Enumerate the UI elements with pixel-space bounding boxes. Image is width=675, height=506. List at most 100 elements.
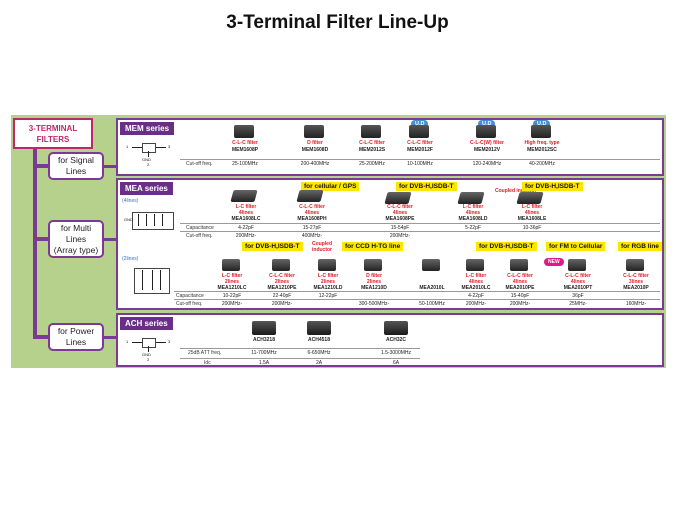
mea-bottom-product-type: C-L-C filter: [269, 273, 295, 279]
mem-chip-image: [531, 125, 551, 138]
mea-bottom-product-cut: 25MHz-: [569, 301, 587, 307]
branch-multi: [35, 237, 49, 241]
mea-bottom-product-type: C-L-C filter: [565, 273, 591, 279]
ach-series-title: ACH series: [120, 317, 173, 330]
mea-bottom-chip-image: [466, 259, 484, 271]
mea-bottom-product-cut: 160MHz-: [625, 301, 647, 307]
mea-bottom-product-lines: 4lines: [512, 279, 528, 285]
ud-badge: U.D: [533, 120, 551, 128]
mea-bottom-product-cut: 300-500MHz-: [358, 301, 390, 307]
mea-top-product-cap: 15-54pF: [390, 225, 410, 231]
mea-top-product-lines: 4lines: [238, 210, 254, 216]
ach-product-att: 11-700MHz: [251, 350, 277, 356]
mea-gnd-label: GND: [124, 217, 133, 222]
tag-gps-text: GPS: [342, 183, 357, 190]
mea-top-cap-label: Capacitance: [186, 225, 214, 231]
mea-series-title: MEA series: [120, 182, 173, 195]
mea-bottom-product-cap: 36pF: [572, 293, 584, 299]
mem-product-type: C-L-C filter: [359, 140, 385, 146]
tag-dvb-3: for DVB-H,ISDB-T: [242, 242, 303, 251]
mea-bottom-product-lines: 2lines: [366, 279, 382, 285]
mem-section: MEM series 1 3 GND 2 Cut-off freq. C-L-C…: [116, 118, 664, 176]
ach-idc-label: Idc: [204, 360, 211, 366]
mea-bottom-product-cap: 22-40pF: [272, 293, 292, 299]
mem-product-name: MEM2012V: [473, 147, 501, 153]
mea-bottom-product-name: MEA2010PE: [505, 285, 535, 291]
power-line2: Lines: [65, 337, 87, 347]
mea-bottom-product-lines: 3lines: [628, 279, 644, 285]
ach-product-name: ACH32C: [385, 337, 406, 343]
mea-bottom-product-name: MEA1210D: [361, 285, 387, 291]
tag-dvb-2: for DVB-H,ISDB-T: [522, 182, 583, 191]
ud-badge: U.D: [411, 120, 429, 128]
mea-top-product-cap: 15-27pF: [302, 225, 322, 231]
mea-bottom-product-name: MEA1210LC: [217, 285, 247, 291]
mea-bottom-chip-image: [272, 259, 290, 271]
mem-chip-image: [304, 125, 324, 138]
mem-gnd-label: GND: [142, 157, 151, 162]
mea-bottom-product-type: D filter: [366, 273, 382, 279]
power-line1: for Power: [57, 326, 95, 336]
mem-series-title: MEM series: [120, 122, 175, 135]
ud-badge: U.D: [478, 120, 496, 128]
mem-product-type: C-L-C(W) filter: [470, 140, 504, 146]
mem-circuit-icon: 1 3 GND 2: [124, 138, 174, 168]
mem-chip-image: [361, 125, 381, 138]
ach-chip-image: [384, 321, 408, 335]
mem-pin1: 1: [126, 144, 129, 149]
mem-chip-image: [234, 125, 254, 138]
header-line1: 3-TERMINAL: [28, 123, 78, 133]
mea-4line-circuit-icon: GND: [124, 208, 178, 232]
ach-att-label: 25dB ATT freq.: [188, 350, 222, 356]
tree-trunk: [33, 149, 37, 339]
mea-bottom-product-cut: 200MHz-: [465, 301, 487, 307]
tag-ccd: for CCD H-TG line: [342, 242, 404, 251]
mem-product-type: High freq. type: [524, 140, 560, 146]
ach-product-name: ACH3218: [253, 337, 275, 343]
mea-bottom-product-name: MEA2010PT: [563, 285, 593, 291]
mea-bottom-product-name: MEA1210LD: [313, 285, 343, 291]
mea-bottom-product-lines: 2lines: [224, 279, 240, 285]
mea-bottom-product-name: MEA2010P: [623, 285, 649, 291]
mea-bottom-product-cap: 10-22pF: [222, 293, 242, 299]
ach-product-idc: 2A: [315, 360, 323, 366]
mea-top-chip-image: [457, 192, 485, 204]
mem-product-freq: 25-200MHz: [359, 161, 385, 167]
mea-4lines-label: (4lines): [122, 198, 139, 204]
mea-top-chip-image: [516, 192, 544, 204]
mea-top-product-lines: 4lines: [524, 210, 540, 216]
ach-product-idc: 1.5A: [258, 360, 270, 366]
mea-bottom-product-type: L-C filter: [465, 273, 487, 279]
tag-dvb-4: for DVB-H,ISDB-T: [476, 242, 537, 251]
mea-bottom-product-name: MEA2010L: [419, 285, 445, 291]
ach-section: ACH series 1 3 GND 2 25dB ATT freq. Idc …: [116, 313, 664, 367]
mem-product-freq: 25-100MHz: [232, 161, 258, 167]
mea-bottom-product-cut: 200MHz-: [271, 301, 293, 307]
tag-cellular-text: for cellular /: [304, 183, 341, 190]
ach-gnd-label: GND: [142, 352, 151, 357]
mea-2line-circuit-icon: [124, 264, 178, 296]
mea-top-chip-image: [384, 192, 412, 204]
mem-chip-image: [409, 125, 429, 138]
mea-bottom-chip-image: [222, 259, 240, 271]
mem-pin2: 2: [147, 162, 150, 167]
mea-top-product-cap: 10-36pF: [522, 225, 542, 231]
multi-line3: (Array type): [53, 244, 99, 255]
mea-top-product-cut: 200MHz-: [389, 233, 411, 239]
mea-bottom-product-type: C-L-C filter: [507, 273, 533, 279]
mea-bottom-chip-image: [626, 259, 644, 271]
mea-top-product-type: L-C filter: [462, 204, 484, 210]
mem-product-name: MEM2012F: [407, 147, 433, 153]
mea-top-cut-label: Cut-off freq.: [186, 233, 213, 239]
mea-top-product-cut: 200MHz-: [235, 233, 257, 239]
signal-line2: Lines: [65, 166, 87, 176]
ach-product-name: ACH4518: [308, 337, 330, 343]
tag-cellular: for cellular / GPS: [301, 182, 360, 191]
mem-product-type: D filter: [307, 140, 323, 146]
mea-bottom-product-name: MEA2010LC: [461, 285, 491, 291]
mea-top-product-lines: 4lines: [304, 210, 320, 216]
mea-top-product-name: MEA1608PE: [385, 216, 415, 222]
mea-2lines-label: (2lines): [122, 256, 139, 262]
